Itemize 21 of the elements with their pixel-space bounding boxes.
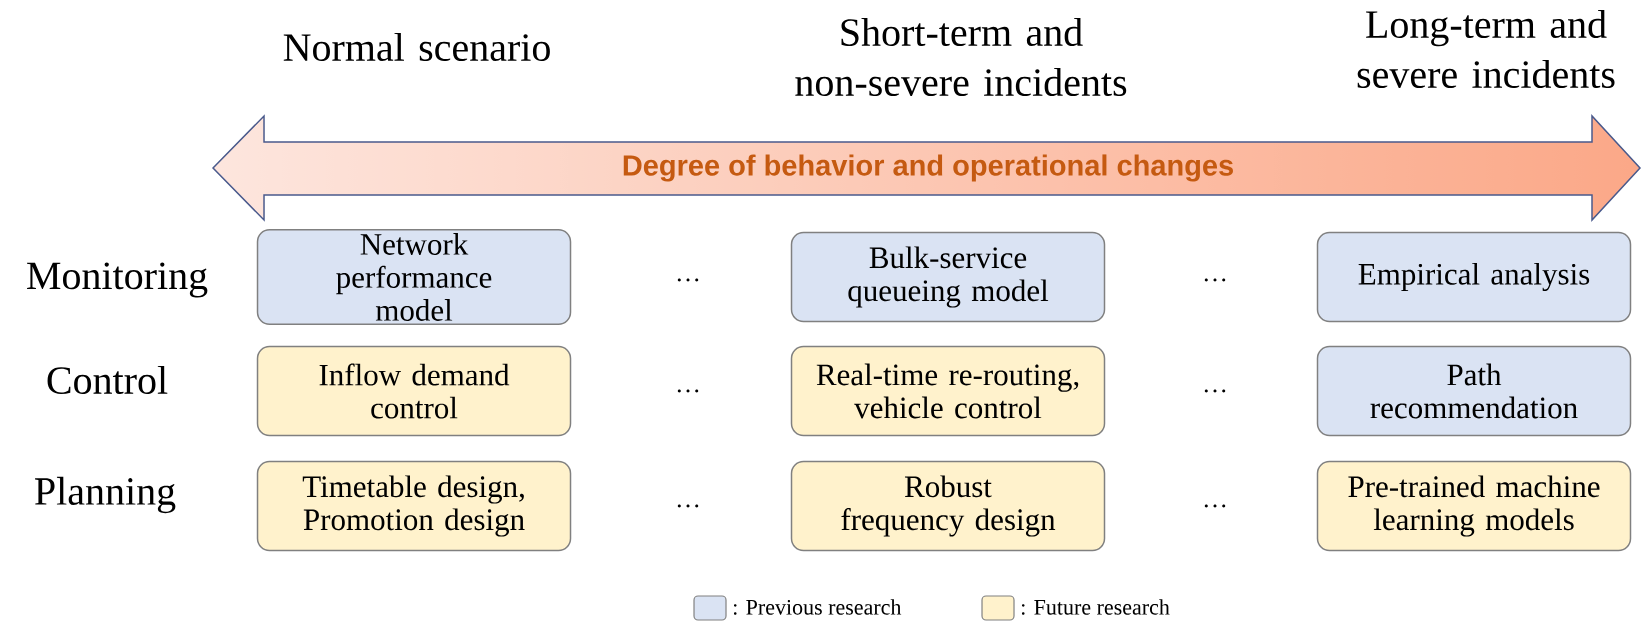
research-box: Path recommendation xyxy=(1316,345,1632,437)
research-box: Bulk-service queueing model xyxy=(790,231,1106,323)
ellipsis: … xyxy=(677,278,699,282)
row-label: Monitoring xyxy=(27,262,208,298)
research-box: Robust frequency design xyxy=(790,460,1106,552)
column-heading: Normal scenario xyxy=(283,32,550,62)
legend-label: : Previous research xyxy=(733,599,902,615)
legend-label: : Future research xyxy=(1021,599,1170,615)
row-label: Planning xyxy=(35,476,176,514)
ellipsis: … xyxy=(677,389,699,393)
ellipsis: … xyxy=(1204,389,1226,393)
research-box: Real-time re-routing, vehicle control xyxy=(790,345,1106,437)
research-box: Pre-trained machine learning models xyxy=(1316,460,1632,552)
ellipsis: … xyxy=(1204,278,1226,282)
research-box: Network performance model xyxy=(256,229,572,325)
research-box: Inflow demand control xyxy=(256,345,572,437)
research-box: Empirical analysis xyxy=(1316,231,1632,323)
ellipsis: … xyxy=(1204,504,1226,508)
ellipsis: … xyxy=(677,504,699,508)
row-label: Control xyxy=(47,365,168,395)
research-box: Timetable design, Promotion design xyxy=(256,460,572,552)
